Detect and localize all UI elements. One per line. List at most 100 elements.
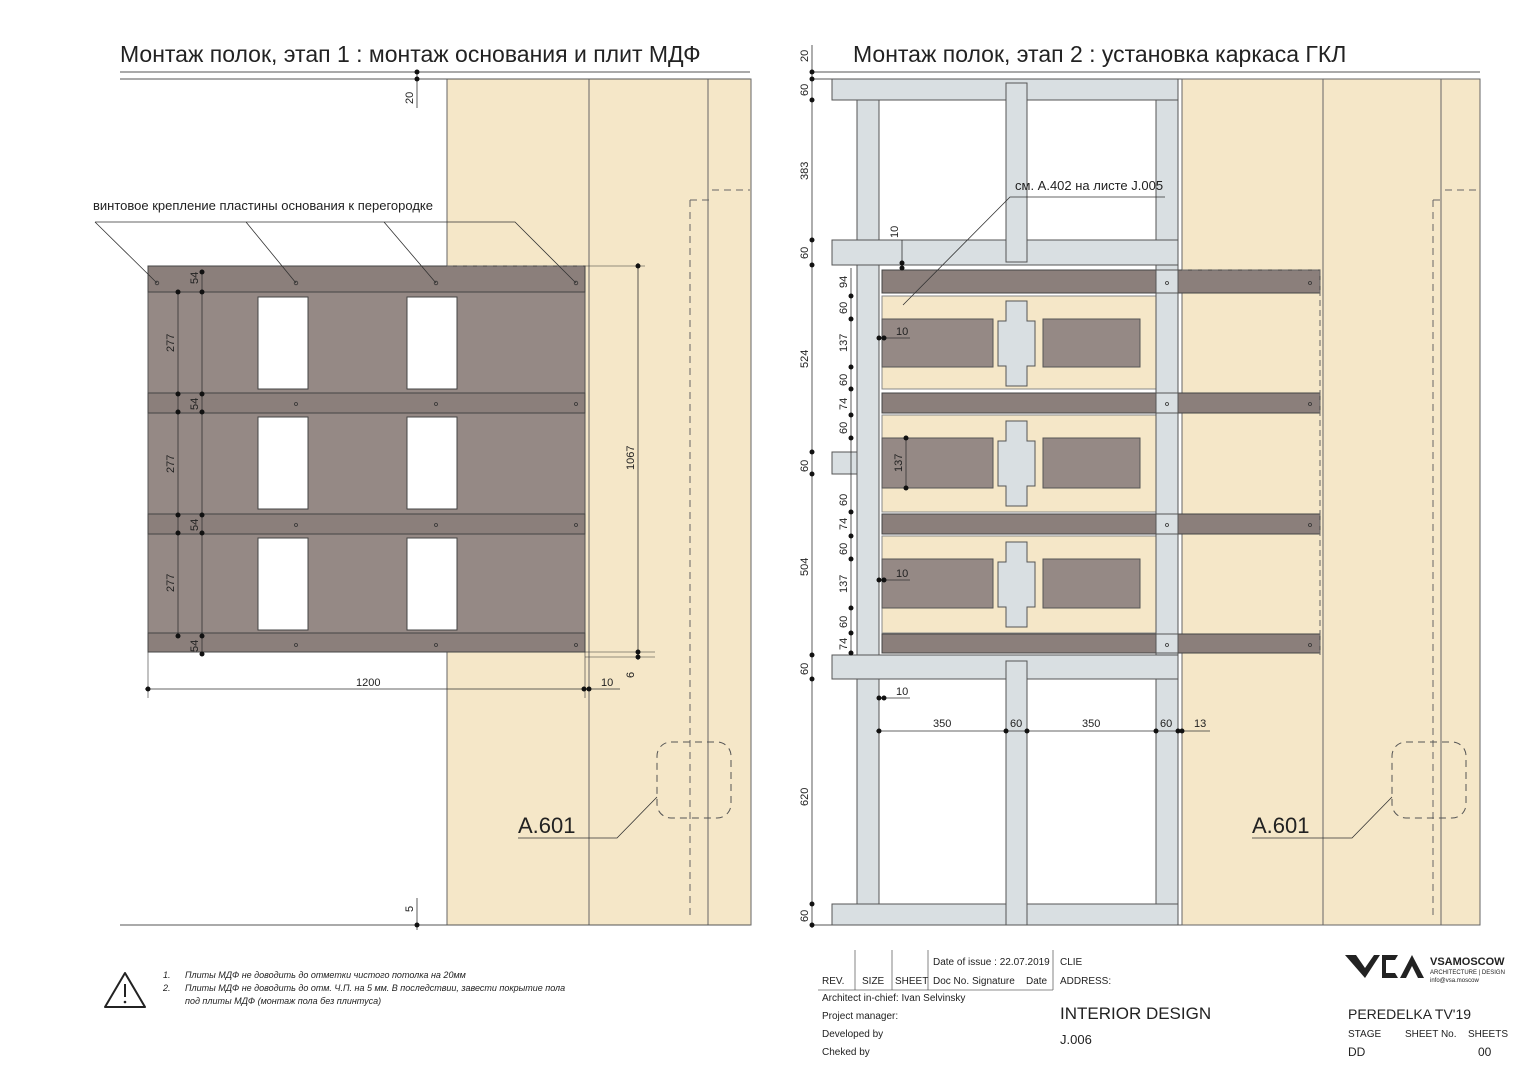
dim-60: 60 — [1160, 718, 1172, 730]
dim-350: 350 — [933, 718, 951, 730]
rail — [881, 269, 1321, 294]
vsa-logo-icon — [1345, 955, 1424, 978]
dim-54: 54 — [189, 398, 201, 410]
sheetno-label: SHEET No. — [1405, 1029, 1457, 1040]
right-title: Монтаж полок, этап 2 : установка каркаса… — [853, 41, 1346, 67]
dim-20: 20 — [404, 92, 416, 104]
frame-stud — [1155, 78, 1179, 926]
project-name: PEREDELKA TV'19 — [1348, 1006, 1471, 1022]
cutout — [257, 416, 309, 510]
date-label: Date — [1026, 976, 1048, 987]
left-title: Монтаж полок, этап 1 : монтаж основания … — [120, 41, 701, 67]
developed-by: Developed by — [822, 1029, 883, 1040]
rev-label: REV. — [822, 976, 844, 987]
dim-620: 620 — [799, 788, 811, 806]
dim-60: 60 — [838, 302, 850, 314]
frame-track — [831, 903, 1179, 926]
dim-60: 60 — [799, 460, 811, 472]
dim-60: 60 — [799, 84, 811, 96]
signature-label: Signature — [972, 976, 1015, 987]
note-2: Плиты МДФ не доводить до отм. Ч.П. на 5 … — [185, 983, 565, 993]
dim-137: 137 — [893, 454, 905, 472]
dim-10: 10 — [896, 326, 908, 338]
right-callout: A.601 — [1252, 813, 1310, 838]
mdf-wall-panel — [1181, 78, 1481, 926]
cutout — [406, 537, 458, 631]
frame-track — [831, 654, 1179, 680]
right-panel: Монтаж полок, этап 2 : установка каркаса… — [799, 41, 1481, 928]
dim-74: 74 — [838, 638, 850, 650]
rail — [147, 392, 586, 414]
brand-name: VSAMOSCOW — [1430, 956, 1505, 968]
dim-10: 10 — [896, 568, 908, 580]
sheets-label: SHEETS — [1468, 1029, 1508, 1040]
dim-54: 54 — [189, 272, 201, 284]
dim-10: 10 — [889, 226, 901, 238]
rail — [147, 632, 586, 653]
left-panel: Монтаж полок, этап 1 : монтаж основания … — [93, 41, 752, 930]
notes: 1. Плиты МДФ не доводить до отметки чист… — [104, 970, 565, 1008]
frame-track — [831, 78, 1179, 101]
dim-54: 54 — [189, 519, 201, 531]
dim-60: 60 — [838, 543, 850, 555]
client-label: CLIE — [1060, 957, 1083, 968]
dim-13: 13 — [1194, 718, 1206, 730]
dim-10: 10 — [601, 677, 613, 689]
project-type: INTERIOR DESIGN — [1060, 1004, 1211, 1023]
cutout — [257, 537, 309, 631]
note-1: Плиты МДФ не доводить до отметки чистого… — [185, 970, 466, 980]
rail — [881, 633, 1321, 654]
right-annotation: см. A.402 на листе J.005 — [1015, 178, 1163, 193]
left-annotation: винтовое крепление пластины основания к … — [93, 198, 433, 213]
sheet-label: SHEET — [895, 976, 928, 987]
dim-1067: 1067 — [625, 446, 637, 470]
sheets-value: 00 — [1478, 1045, 1492, 1059]
frame-track — [831, 239, 1179, 266]
brand-sub: ARCHITECTURE | DESIGN — [1430, 970, 1505, 976]
rail — [147, 265, 586, 293]
checked-by: Cheked by — [822, 1047, 870, 1058]
date-of-issue: Date of issue : 22.07.2019 — [933, 957, 1050, 968]
dim-277: 277 — [165, 334, 177, 352]
note-number: 1. — [163, 970, 171, 980]
frame-stud — [856, 78, 880, 926]
dim-60: 60 — [838, 616, 850, 628]
base-plate — [147, 265, 586, 653]
rail — [147, 513, 586, 535]
dim-60: 60 — [799, 663, 811, 675]
dim-94: 94 — [838, 276, 850, 288]
docno-label: Doc No. — [933, 976, 969, 987]
cutout — [406, 296, 458, 390]
dim-6: 6 — [625, 672, 637, 678]
size-label: SIZE — [862, 976, 885, 987]
dim-60: 60 — [799, 910, 811, 922]
dim-10: 10 — [896, 686, 908, 698]
brand-mail: info@vsa.moscow — [1430, 978, 1479, 984]
left-callout: A.601 — [518, 813, 576, 838]
dim-60: 60 — [838, 494, 850, 506]
dim-60: 60 — [838, 374, 850, 386]
address-label: ADDRESS: — [1060, 976, 1111, 987]
dim-1200: 1200 — [356, 677, 380, 689]
dim-350: 350 — [1082, 718, 1100, 730]
dim-60: 60 — [838, 422, 850, 434]
dim-137: 137 — [838, 334, 850, 352]
dim-60: 60 — [799, 247, 811, 259]
note-number: 2. — [162, 983, 171, 993]
dim-277: 277 — [165, 574, 177, 592]
dim-60: 60 — [1010, 718, 1022, 730]
dim-277: 277 — [165, 455, 177, 473]
dim-54: 54 — [189, 640, 201, 652]
rail — [881, 513, 1321, 535]
dim-383: 383 — [799, 162, 811, 180]
rail — [881, 392, 1321, 414]
dim-504: 504 — [799, 558, 811, 576]
note-2-cont: под плиты МДФ (монтаж пола без плинтуса) — [185, 996, 381, 1006]
sheet-code: J.006 — [1060, 1032, 1092, 1047]
dim-74: 74 — [838, 398, 850, 410]
architect: Architect in-chief: Ivan Selvinsky — [822, 993, 965, 1004]
cutout — [406, 416, 458, 510]
dim-74: 74 — [838, 518, 850, 530]
frame-stud — [1005, 660, 1028, 926]
